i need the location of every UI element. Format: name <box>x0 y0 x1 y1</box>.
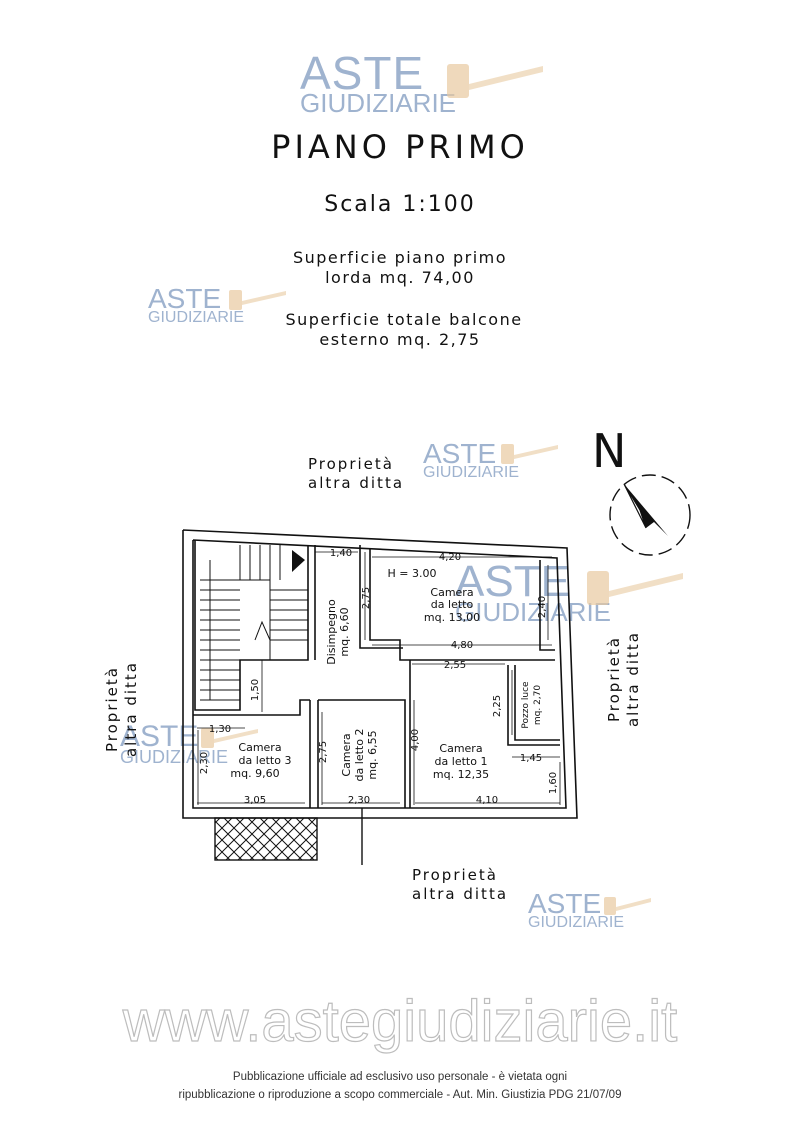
room-camera-2-line1: Camera <box>340 733 353 776</box>
room-camera-13-line2: da letto <box>431 598 474 611</box>
surface-gross-line2: lorda mq. 74,00 <box>325 268 475 287</box>
dim-2-75-left: 2,75 <box>318 741 329 763</box>
room-camera-2-line3: mq. 6,55 <box>366 730 379 779</box>
surface-gross-line1: Superficie piano primo <box>292 248 508 267</box>
room-camera-1-line3: mq. 12,35 <box>433 768 489 781</box>
room-camera-3-line1: Camera <box>238 741 281 754</box>
watermark-top: ASTE GIUDIZIARIE <box>300 50 456 116</box>
dim-1-45: 1,45 <box>520 753 542 764</box>
dim-2-30-h: 2,30 <box>348 795 370 806</box>
dim-1-50: 1,50 <box>250 679 261 701</box>
room-camera-13-line3: mq. 13,00 <box>424 611 480 624</box>
room-disimpegno-line2: mq. 6,60 <box>338 607 351 656</box>
scale-label: Scala 1:100 <box>324 192 476 217</box>
dim-2-30-v: 2,30 <box>199 752 210 774</box>
dim-4-80: 4,80 <box>451 640 473 651</box>
room-camera-1-line2: da letto 1 <box>435 755 488 768</box>
dim-2-75-top: 2,75 <box>361 587 372 609</box>
watermark-south: ASTE GIUDIZIARIE <box>528 888 625 931</box>
dim-2-25: 2,25 <box>492 695 503 717</box>
watermark-giudiziarie-text: GIUDIZIARIE <box>300 88 457 118</box>
gavel-icon <box>587 571 683 605</box>
dim-3-05: 3,05 <box>244 795 266 806</box>
website-watermark: www.astegiudiziarie.it <box>122 988 678 1054</box>
dim-2-40: 2,40 <box>537 596 548 618</box>
compass-icon <box>609 474 691 556</box>
plan-title: PIANO PRIMO <box>271 128 529 166</box>
balcony-surface-line2: esterno mq. 2,75 <box>319 330 481 349</box>
gavel-icon <box>501 444 558 464</box>
neighbor-north: Proprietà altra ditta <box>308 455 405 492</box>
footer-line1: Pubblicazione ufficiale ad esclusivo uso… <box>232 1071 568 1083</box>
compass-north-label: N <box>592 424 627 478</box>
footer-notice: Pubblicazione ufficiale ad esclusivo uso… <box>0 1068 800 1104</box>
dim-1-40: 1,40 <box>330 548 352 559</box>
gavel-icon <box>604 897 651 915</box>
gavel-icon <box>447 64 543 98</box>
balcony-surface-line1: Superficie totale balcone <box>285 310 523 329</box>
watermark-aste-text: ASTE <box>300 47 425 99</box>
neighbor-south: Proprietà altra ditta <box>412 866 509 903</box>
room-disimpegno-line1: Disimpegno <box>325 599 338 665</box>
dim-1-60: 1,60 <box>548 772 559 794</box>
watermark-north: ASTE GIUDIZIARIE <box>423 438 520 481</box>
room-camera-3-line2: da letto 3 <box>239 754 292 767</box>
dim-2-55: 2,55 <box>444 660 466 671</box>
height-note: H = 3.00 <box>388 567 437 580</box>
dim-4-00: 4,00 <box>410 729 421 751</box>
room-camera-13-line1: Camera <box>430 586 473 599</box>
dim-4-20: 4,20 <box>439 552 461 563</box>
room-camera-2-line2: da letto 2 <box>353 729 366 782</box>
room-camera-1-line1: Camera <box>439 742 482 755</box>
neighbor-west: Proprietà altra ditta <box>103 661 140 758</box>
dim-4-10: 4,10 <box>476 795 498 806</box>
room-pozzo-line1: Pozzo luce <box>521 681 531 729</box>
floor-plan: 1,40 4,20 4,80 2,55 1,30 1,45 3,05 2,30 … <box>182 529 578 865</box>
footer-line2: ripubblicazione o riproduzione a scopo c… <box>178 1089 622 1101</box>
room-pozzo-line2: mq. 2,70 <box>533 685 543 726</box>
dim-1-30: 1,30 <box>209 724 231 735</box>
neighbor-east: Proprietà altra ditta <box>605 631 642 728</box>
room-camera-3-line3: mq. 9,60 <box>230 767 279 780</box>
